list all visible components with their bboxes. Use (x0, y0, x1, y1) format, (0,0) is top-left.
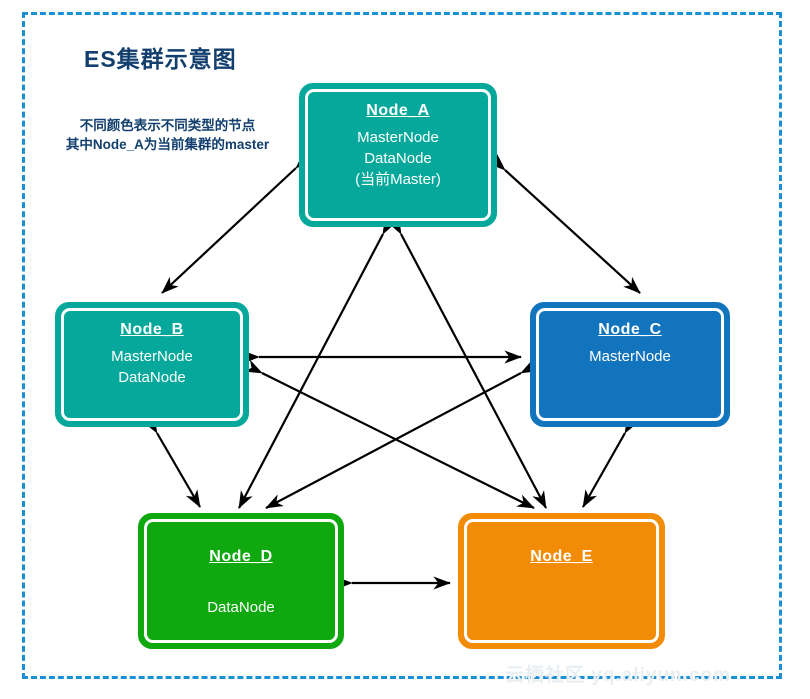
edge-c-d (265, 359, 539, 509)
node-e-inner: Node_E (464, 519, 659, 643)
node-d-role-1: DataNode (207, 599, 275, 616)
node-e-title: Node_E (530, 548, 593, 565)
subtitle-line-1: 不同颜色表示不同类型的节点 (79, 118, 256, 133)
watermark: 云栖社区 yq.aliyun.com (505, 665, 731, 686)
edge-a-b (161, 151, 313, 294)
subtitle-line-2: 其中Node_A为当前集群的master (65, 137, 270, 152)
node-c-inner: Node_C MasterNode (536, 308, 724, 421)
edge-a-c (488, 153, 641, 294)
node-a-role-1: MasterNode (357, 129, 439, 146)
node-box-node-e[interactable]: Node_E (458, 513, 665, 649)
node-box-node-d[interactable]: Node_D DataNode (138, 513, 344, 649)
node-box-node-a[interactable]: Node_A MasterNode DataNode (当前Master) (299, 83, 497, 227)
node-b-title: Node_B (120, 321, 184, 338)
node-b-role-2: DataNode (118, 369, 186, 386)
node-a-title: Node_A (366, 102, 430, 119)
node-b-role-1: MasterNode (111, 348, 193, 365)
node-a-role-3: (当前Master) (355, 171, 441, 188)
node-box-node-c[interactable]: Node_C MasterNode (530, 302, 730, 427)
edge-b-d (142, 415, 201, 508)
edge-b-e (244, 359, 535, 509)
node-box-node-b[interactable]: Node_B MasterNode DataNode (55, 302, 249, 427)
node-d-inner: Node_D DataNode (144, 519, 338, 643)
node-a-inner: Node_A MasterNode DataNode (当前Master) (305, 89, 491, 221)
page-title: ES集群示意图 (84, 46, 237, 72)
edge-c-e (582, 415, 639, 508)
node-b-inner: Node_B MasterNode DataNode (61, 308, 243, 421)
node-d-title: Node_D (209, 548, 273, 565)
edge-a-d (238, 216, 397, 509)
page-subtitle: 不同颜色表示不同类型的节点 其中Node_A为当前集群的master (60, 116, 275, 154)
node-a-role-2: DataNode (364, 150, 432, 167)
node-c-title: Node_C (598, 321, 662, 338)
node-c-role-1: MasterNode (589, 348, 671, 365)
edge-a-e (387, 216, 547, 509)
